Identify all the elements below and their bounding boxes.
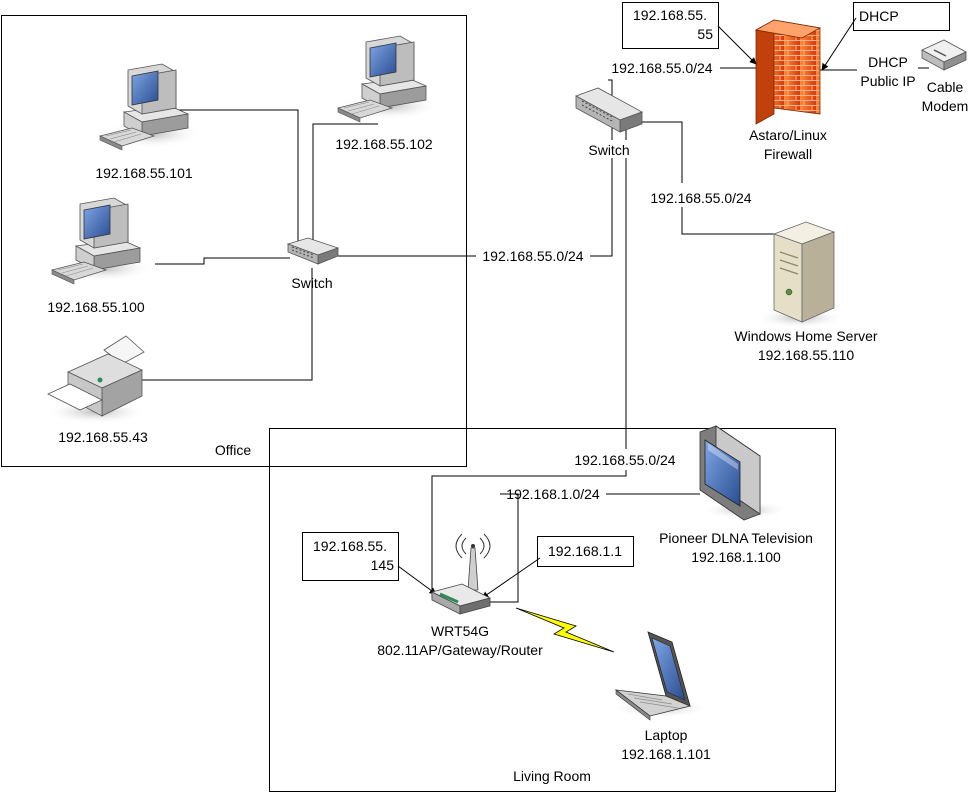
firewall-subnet-mask bbox=[604, 58, 720, 76]
pc-192-168-55-101: 192.168.55.101 bbox=[95, 63, 203, 181]
core-switch-label: Switch bbox=[588, 142, 629, 158]
office-switch-label: Switch bbox=[291, 275, 332, 291]
wireless-link-lightning-icon bbox=[515, 607, 615, 653]
office-uplink-subnet-label: 192.168.55.0/24 bbox=[482, 248, 583, 264]
laptop-name-label: Laptop bbox=[645, 727, 688, 743]
office-room-border bbox=[1, 15, 467, 467]
cable-modem-line2: Modem bbox=[922, 98, 969, 114]
firewall-name-line1: Astaro/Linux bbox=[749, 127, 827, 143]
firewall-ip-line1: 192.168.55. bbox=[633, 7, 707, 23]
server-subnet-mask bbox=[642, 188, 760, 206]
wireless-router-icon bbox=[430, 533, 492, 615]
wan-public-ip-label: Public IP bbox=[860, 73, 915, 89]
firewall-ip-line2: 55 bbox=[697, 26, 713, 42]
living-room-label: Living Room bbox=[513, 768, 591, 784]
cable-modem-icon bbox=[921, 39, 967, 71]
router-lan-subnet-label: 192.168.1.0/24 bbox=[506, 486, 600, 502]
router-wan-subnet-label: 192.168.55.0/24 bbox=[574, 452, 675, 468]
server-subnet-label: 192.168.55.0/24 bbox=[650, 190, 751, 206]
dhcp-callout: DHCP bbox=[821, 2, 950, 71]
pc-ip-label: 192.168.55.101 bbox=[95, 165, 193, 181]
router-lan-ip-label: 192.168.1.1 bbox=[548, 543, 622, 559]
router-wan-ip-callout: 192.168.55. 145 bbox=[302, 532, 437, 595]
firewall-icon bbox=[754, 19, 822, 125]
firewall-name-line2: Firewall bbox=[764, 146, 812, 162]
television-icon bbox=[699, 425, 789, 521]
core-switch-icon bbox=[575, 87, 643, 133]
switch-label-mask bbox=[588, 140, 634, 158]
firewall-subnet-label: 192.168.55.0/24 bbox=[611, 60, 712, 76]
firewall-ip-callout: 192.168.55. 55 bbox=[622, 2, 757, 65]
router-wan-ip-line2: 145 bbox=[371, 557, 395, 573]
router-wan-subnet-mask bbox=[562, 450, 690, 468]
router-lan-ip-callout: 192.168.1.1 bbox=[481, 536, 634, 599]
server-name-label: Windows Home Server bbox=[734, 328, 877, 344]
office-switch-icon bbox=[287, 237, 339, 265]
cable-modem-line1: Cable bbox=[927, 79, 964, 95]
laptop-icon bbox=[610, 631, 710, 721]
pc-192-168-55-100: 192.168.55.100 bbox=[47, 197, 155, 315]
laptop-ip-label: 192.168.1.101 bbox=[621, 746, 711, 762]
server-ip-label: 192.168.55.110 bbox=[758, 347, 854, 363]
router-wan-ip-line1: 192.168.55. bbox=[313, 538, 387, 554]
printer-ip-label: 192.168.55.43 bbox=[58, 429, 148, 445]
pc-ip-label: 192.168.55.102 bbox=[335, 136, 433, 152]
pc-192-168-55-102: 192.168.55.102 bbox=[335, 35, 441, 152]
office-room-label: Office bbox=[215, 442, 252, 458]
pc-ip-label: 192.168.55.100 bbox=[47, 299, 145, 315]
tv-ip-label: 192.168.1.100 bbox=[691, 549, 781, 565]
dhcp-box-label: DHCP bbox=[859, 8, 899, 24]
printer-icon bbox=[44, 335, 148, 424]
router-name-label: WRT54G bbox=[431, 623, 489, 639]
tv-name-label: Pioneer DLNA Television bbox=[659, 530, 813, 546]
room-overlap-mask bbox=[270, 429, 466, 466]
server-icon bbox=[754, 221, 846, 328]
wan-dhcp-label: DHCP bbox=[868, 54, 908, 70]
router-desc-label: 802.11AP/Gateway/Router bbox=[377, 642, 543, 658]
